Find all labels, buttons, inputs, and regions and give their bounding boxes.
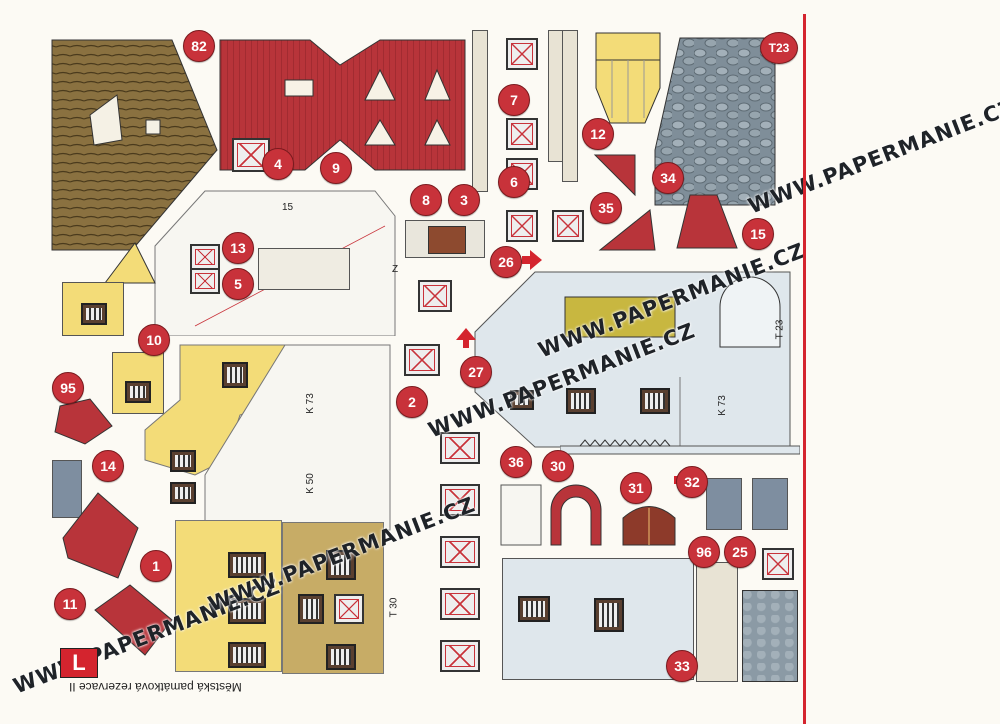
window-lower-3	[228, 642, 266, 668]
dimension-label: T 23	[774, 319, 786, 340]
yellow-gable-piece	[104, 242, 156, 284]
shutter-piece-32a	[706, 478, 742, 530]
sheet-letter-badge: L	[60, 648, 98, 678]
part-number-badge: 96	[688, 536, 720, 568]
part-number-badge: 30	[542, 450, 574, 482]
window-piece-26b	[552, 210, 584, 242]
part-number-badge: 14	[92, 450, 124, 482]
part-number-badge: 8	[410, 184, 442, 216]
window-column-3	[440, 536, 480, 568]
window-yellow-b	[170, 450, 196, 472]
window-piece-13b	[190, 268, 220, 294]
part-number-badge: 34	[652, 162, 684, 194]
roof-piece-11	[94, 584, 173, 656]
door-piece-8	[405, 220, 485, 258]
part-number-badge: 9	[320, 152, 352, 184]
wall-piece-15	[474, 271, 791, 448]
window-piece-33a	[518, 596, 550, 622]
part-number-badge: T23	[760, 32, 798, 64]
shutter-piece-32b	[752, 478, 788, 530]
window-piece-church-a	[566, 388, 596, 414]
part-number-badge: 27	[460, 356, 492, 388]
window-piece-33b	[594, 598, 624, 632]
trim-piece-30	[560, 439, 800, 455]
cut-edge-line	[803, 14, 806, 724]
part-number-badge: 25	[724, 536, 756, 568]
window-lower-6	[334, 594, 364, 624]
roof-piece-1	[62, 492, 139, 579]
part-number-badge: 82	[183, 30, 215, 62]
dimension-label: T 30	[388, 597, 400, 618]
part-number-badge: 13	[222, 232, 254, 264]
window-piece-26a	[506, 210, 538, 242]
window-column-4	[440, 588, 480, 620]
dormer-piece-5	[258, 248, 350, 290]
window-lower-4	[326, 550, 356, 580]
roof-piece-35	[593, 154, 656, 251]
window-lower-5	[298, 594, 324, 624]
tower-piece-12	[595, 32, 661, 124]
window-piece-mid-b	[404, 344, 440, 376]
window-piece-church-b	[640, 388, 670, 414]
part-number-badge: 26	[490, 246, 522, 278]
roof-piece-82	[51, 39, 218, 251]
strip-piece-3a	[472, 30, 488, 192]
facade-yellow	[144, 344, 391, 531]
roof-piece-34	[676, 194, 738, 249]
part-number-badge: 33	[666, 650, 698, 682]
arrow-icon	[456, 328, 476, 348]
part-number-badge: 3	[448, 184, 480, 216]
dormer-piece-top	[62, 282, 124, 336]
dimension-label: K 73	[304, 393, 316, 414]
part-number-badge: 5	[222, 268, 254, 300]
part-number-badge: 31	[620, 472, 652, 504]
window-piece-mid-a	[418, 280, 452, 312]
part-number-badge: 32	[676, 466, 708, 498]
arrow-icon	[522, 250, 542, 270]
roof-piece-95	[54, 398, 113, 445]
dimension-label: 15	[282, 202, 294, 213]
part-number-badge: 11	[54, 588, 86, 620]
part-number-badge: 7	[498, 84, 530, 116]
window-column-2	[440, 484, 480, 516]
dimension-label: K 73	[716, 395, 728, 416]
arch-piece-36	[500, 484, 602, 546]
cobblestone-piece-bottom	[742, 590, 798, 682]
part-number-badge: 15	[742, 218, 774, 250]
window-piece-27	[510, 390, 534, 410]
part-number-badge: 10	[138, 324, 170, 356]
part-number-badge: 35	[590, 192, 622, 224]
window-column-1	[440, 432, 480, 464]
window-piece-25	[762, 548, 794, 580]
window-piece-7b	[506, 118, 538, 150]
window-piece-7a	[506, 38, 538, 70]
chimney-piece-14	[52, 460, 82, 518]
window-lower-7	[326, 644, 356, 670]
door-piece-31	[622, 506, 676, 546]
sheet-caption: Městská památková rezervace II	[69, 680, 242, 694]
roof-piece-9	[219, 39, 466, 171]
part-number-badge: 1	[140, 550, 172, 582]
part-number-badge: 6	[498, 166, 530, 198]
part-number-badge: 95	[52, 372, 84, 404]
dimension-label: Z	[392, 264, 399, 275]
window-piece-13a	[190, 244, 220, 270]
window-yellow-c	[170, 482, 196, 504]
part-number-badge: 12	[582, 118, 614, 150]
dormer-piece-10	[112, 352, 164, 414]
window-lower-1	[228, 552, 266, 578]
window-lower-2	[228, 598, 266, 624]
part-number-badge: 4	[262, 148, 294, 180]
strip-piece-96	[696, 562, 738, 682]
strip-piece-3c	[562, 30, 578, 182]
dimension-label: K 50	[304, 473, 316, 494]
window-yellow-a	[222, 362, 248, 388]
window-column-5	[440, 640, 480, 672]
part-number-badge: 2	[396, 386, 428, 418]
part-number-badge: 36	[500, 446, 532, 478]
